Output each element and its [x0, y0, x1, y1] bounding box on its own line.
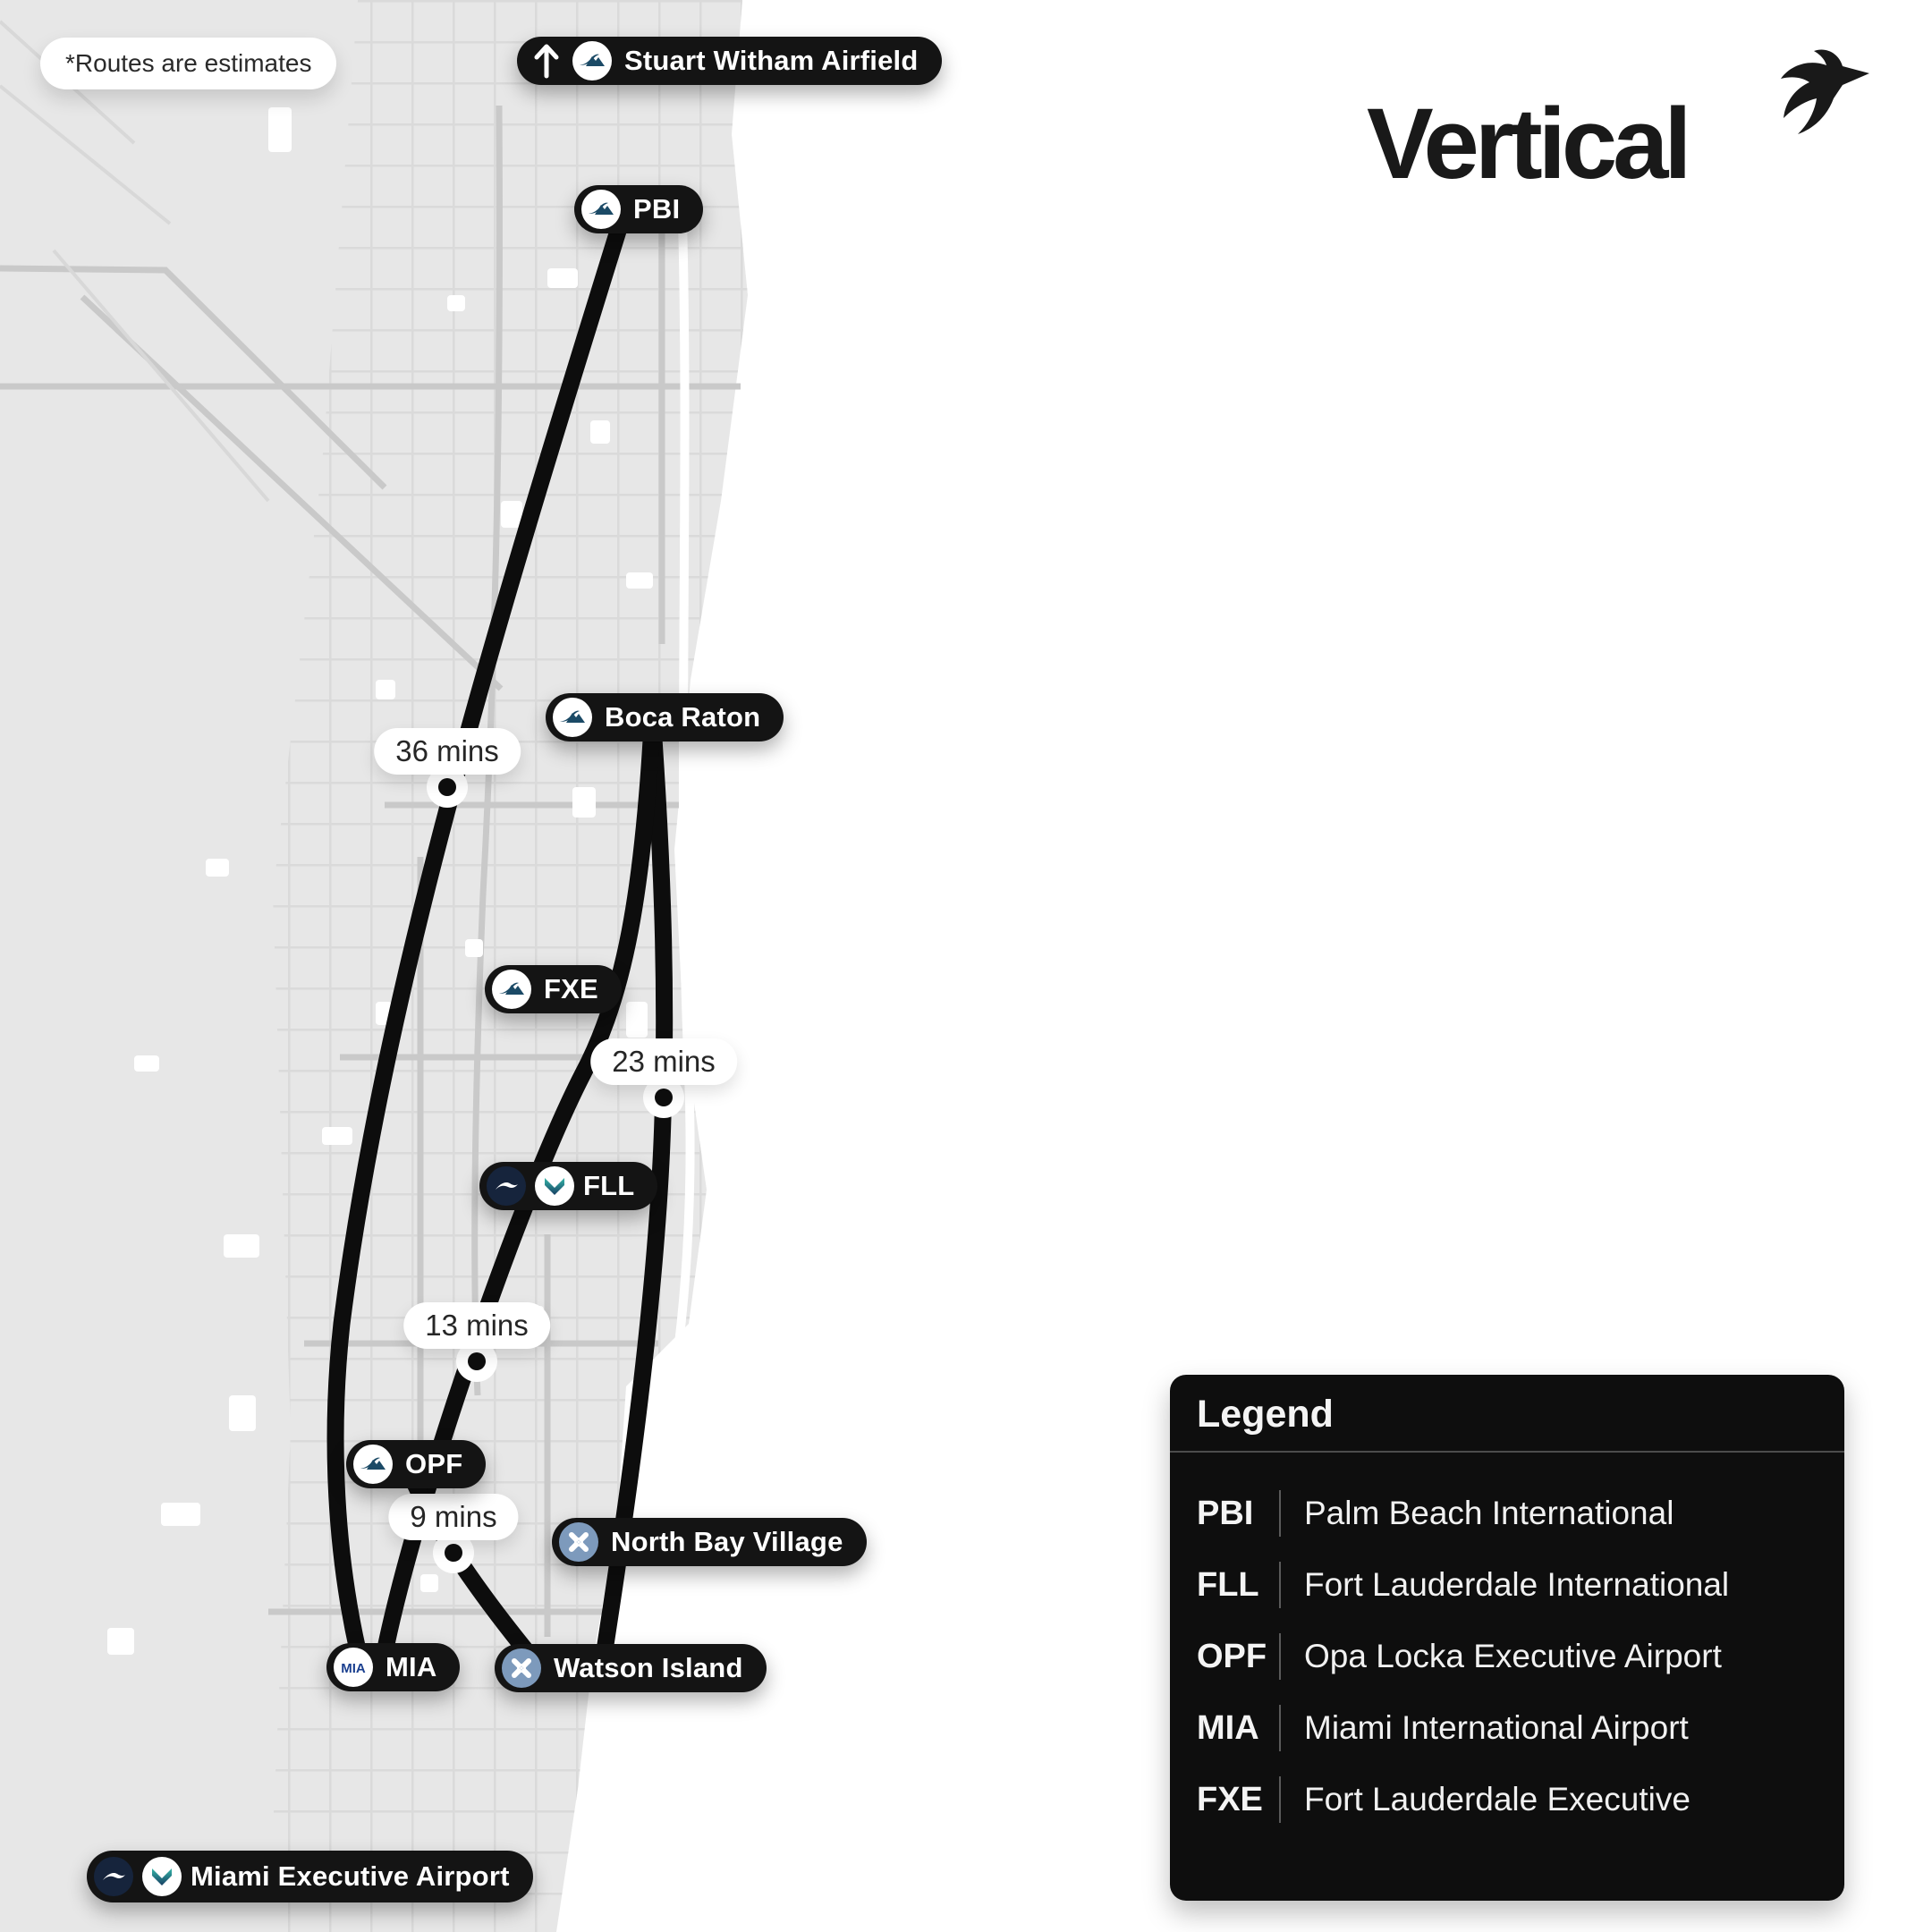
legend-title: Legend — [1197, 1393, 1334, 1436]
marker-label: Miami Executive Airport — [191, 1860, 510, 1892]
arrow-up-icon — [534, 44, 559, 79]
legend-divider — [1170, 1451, 1844, 1453]
mountain-logo-icon — [572, 41, 612, 80]
mountain-logo-icon — [581, 190, 621, 229]
marker-label: Boca Raton — [605, 701, 761, 733]
legend-code: MIA — [1197, 1708, 1259, 1747]
wing-swoosh-icon — [487, 1166, 526, 1206]
legend-name: Fort Lauderdale Executive — [1304, 1781, 1690, 1818]
time-text: 36 mins — [374, 728, 521, 775]
legend-name: Palm Beach International — [1304, 1495, 1674, 1531]
marker-pbi: PBI — [574, 185, 704, 233]
marker-label: FLL — [583, 1170, 635, 1201]
map-patches — [107, 107, 653, 1655]
evtol-rotor-icon — [502, 1648, 541, 1688]
marker-stuart-witham: Stuart Witham Airfield — [517, 37, 942, 85]
marker-boca-raton: Boca Raton — [546, 693, 784, 741]
marker-label: North Bay Village — [611, 1526, 843, 1557]
evtol-rotor-icon — [559, 1522, 598, 1562]
mountain-logo-icon — [492, 970, 531, 1009]
legend-row: PBI Palm Beach International — [1197, 1478, 1844, 1549]
legend-row: FLL Fort Lauderdale International — [1197, 1549, 1844, 1621]
legend-row: OPF Opa Locka Executive Airport — [1197, 1621, 1844, 1692]
mia-airport-logo-icon: MIA — [334, 1648, 373, 1687]
legend-row: MIA Miami International Airport — [1197, 1692, 1844, 1764]
time-text: 9 mins — [388, 1494, 519, 1540]
legend-rows: PBI Palm Beach International FLL Fort La… — [1170, 1453, 1844, 1901]
legend-panel: Legend PBI Palm Beach International FLL … — [1170, 1375, 1844, 1901]
route-pbi-mia — [326, 219, 628, 1659]
wing-swoosh-icon — [94, 1857, 133, 1896]
marker-north-bay-village: North Bay Village — [552, 1518, 867, 1566]
legend-code: PBI — [1197, 1494, 1254, 1532]
marker-label: Watson Island — [554, 1652, 743, 1683]
marker-opf: OPF — [346, 1440, 487, 1488]
marker-fll: FLL — [479, 1162, 658, 1210]
legend-name: Opa Locka Executive Airport — [1304, 1638, 1722, 1674]
brand-wordmark: Vertical — [1367, 88, 1692, 199]
marker-label: OPF — [405, 1448, 463, 1479]
marker-watson-island: Watson Island — [495, 1644, 767, 1692]
chevron-logo-icon — [535, 1166, 574, 1206]
intracoastal-water — [622, 187, 695, 1603]
mountain-logo-icon — [353, 1445, 393, 1484]
legend-code: FLL — [1197, 1565, 1259, 1604]
mountain-logo-icon — [553, 698, 592, 737]
routes-disclaimer: *Routes are estimates — [40, 38, 337, 89]
chevron-logo-icon — [142, 1857, 182, 1896]
legend-col-divider — [1279, 1776, 1281, 1823]
legend-col-divider — [1279, 1562, 1281, 1608]
marker-miami-executive: Miami Executive Airport — [87, 1851, 533, 1902]
marker-label: FXE — [544, 973, 598, 1004]
route-point-dot — [468, 1352, 486, 1370]
route-boca-watson — [596, 730, 674, 1659]
legend-name: Miami International Airport — [1304, 1709, 1689, 1746]
route-point-dot — [655, 1089, 673, 1106]
marker-label: PBI — [633, 193, 681, 225]
legend-col-divider — [1279, 1705, 1281, 1751]
time-text: 13 mins — [403, 1302, 550, 1349]
marker-label: MIA — [386, 1651, 437, 1682]
legend-name: Fort Lauderdale International — [1304, 1566, 1730, 1603]
legend-code: OPF — [1197, 1637, 1267, 1675]
route-point-dot — [438, 778, 456, 796]
legend-row: FXE Fort Lauderdale Executive — [1197, 1764, 1844, 1835]
route-point-dot — [445, 1544, 462, 1562]
marker-fxe: FXE — [485, 965, 622, 1013]
time-text: 23 mins — [590, 1038, 737, 1085]
marker-label: Stuart Witham Airfield — [624, 45, 919, 76]
hummingbird-icon — [1781, 49, 1869, 134]
marker-mia: MIA MIA — [326, 1643, 461, 1691]
legend-col-divider — [1279, 1633, 1281, 1680]
major-roads — [0, 105, 741, 1637]
svg-text:MIA: MIA — [341, 1661, 366, 1676]
legend-col-divider — [1279, 1490, 1281, 1537]
legend-code: FXE — [1197, 1780, 1263, 1818]
